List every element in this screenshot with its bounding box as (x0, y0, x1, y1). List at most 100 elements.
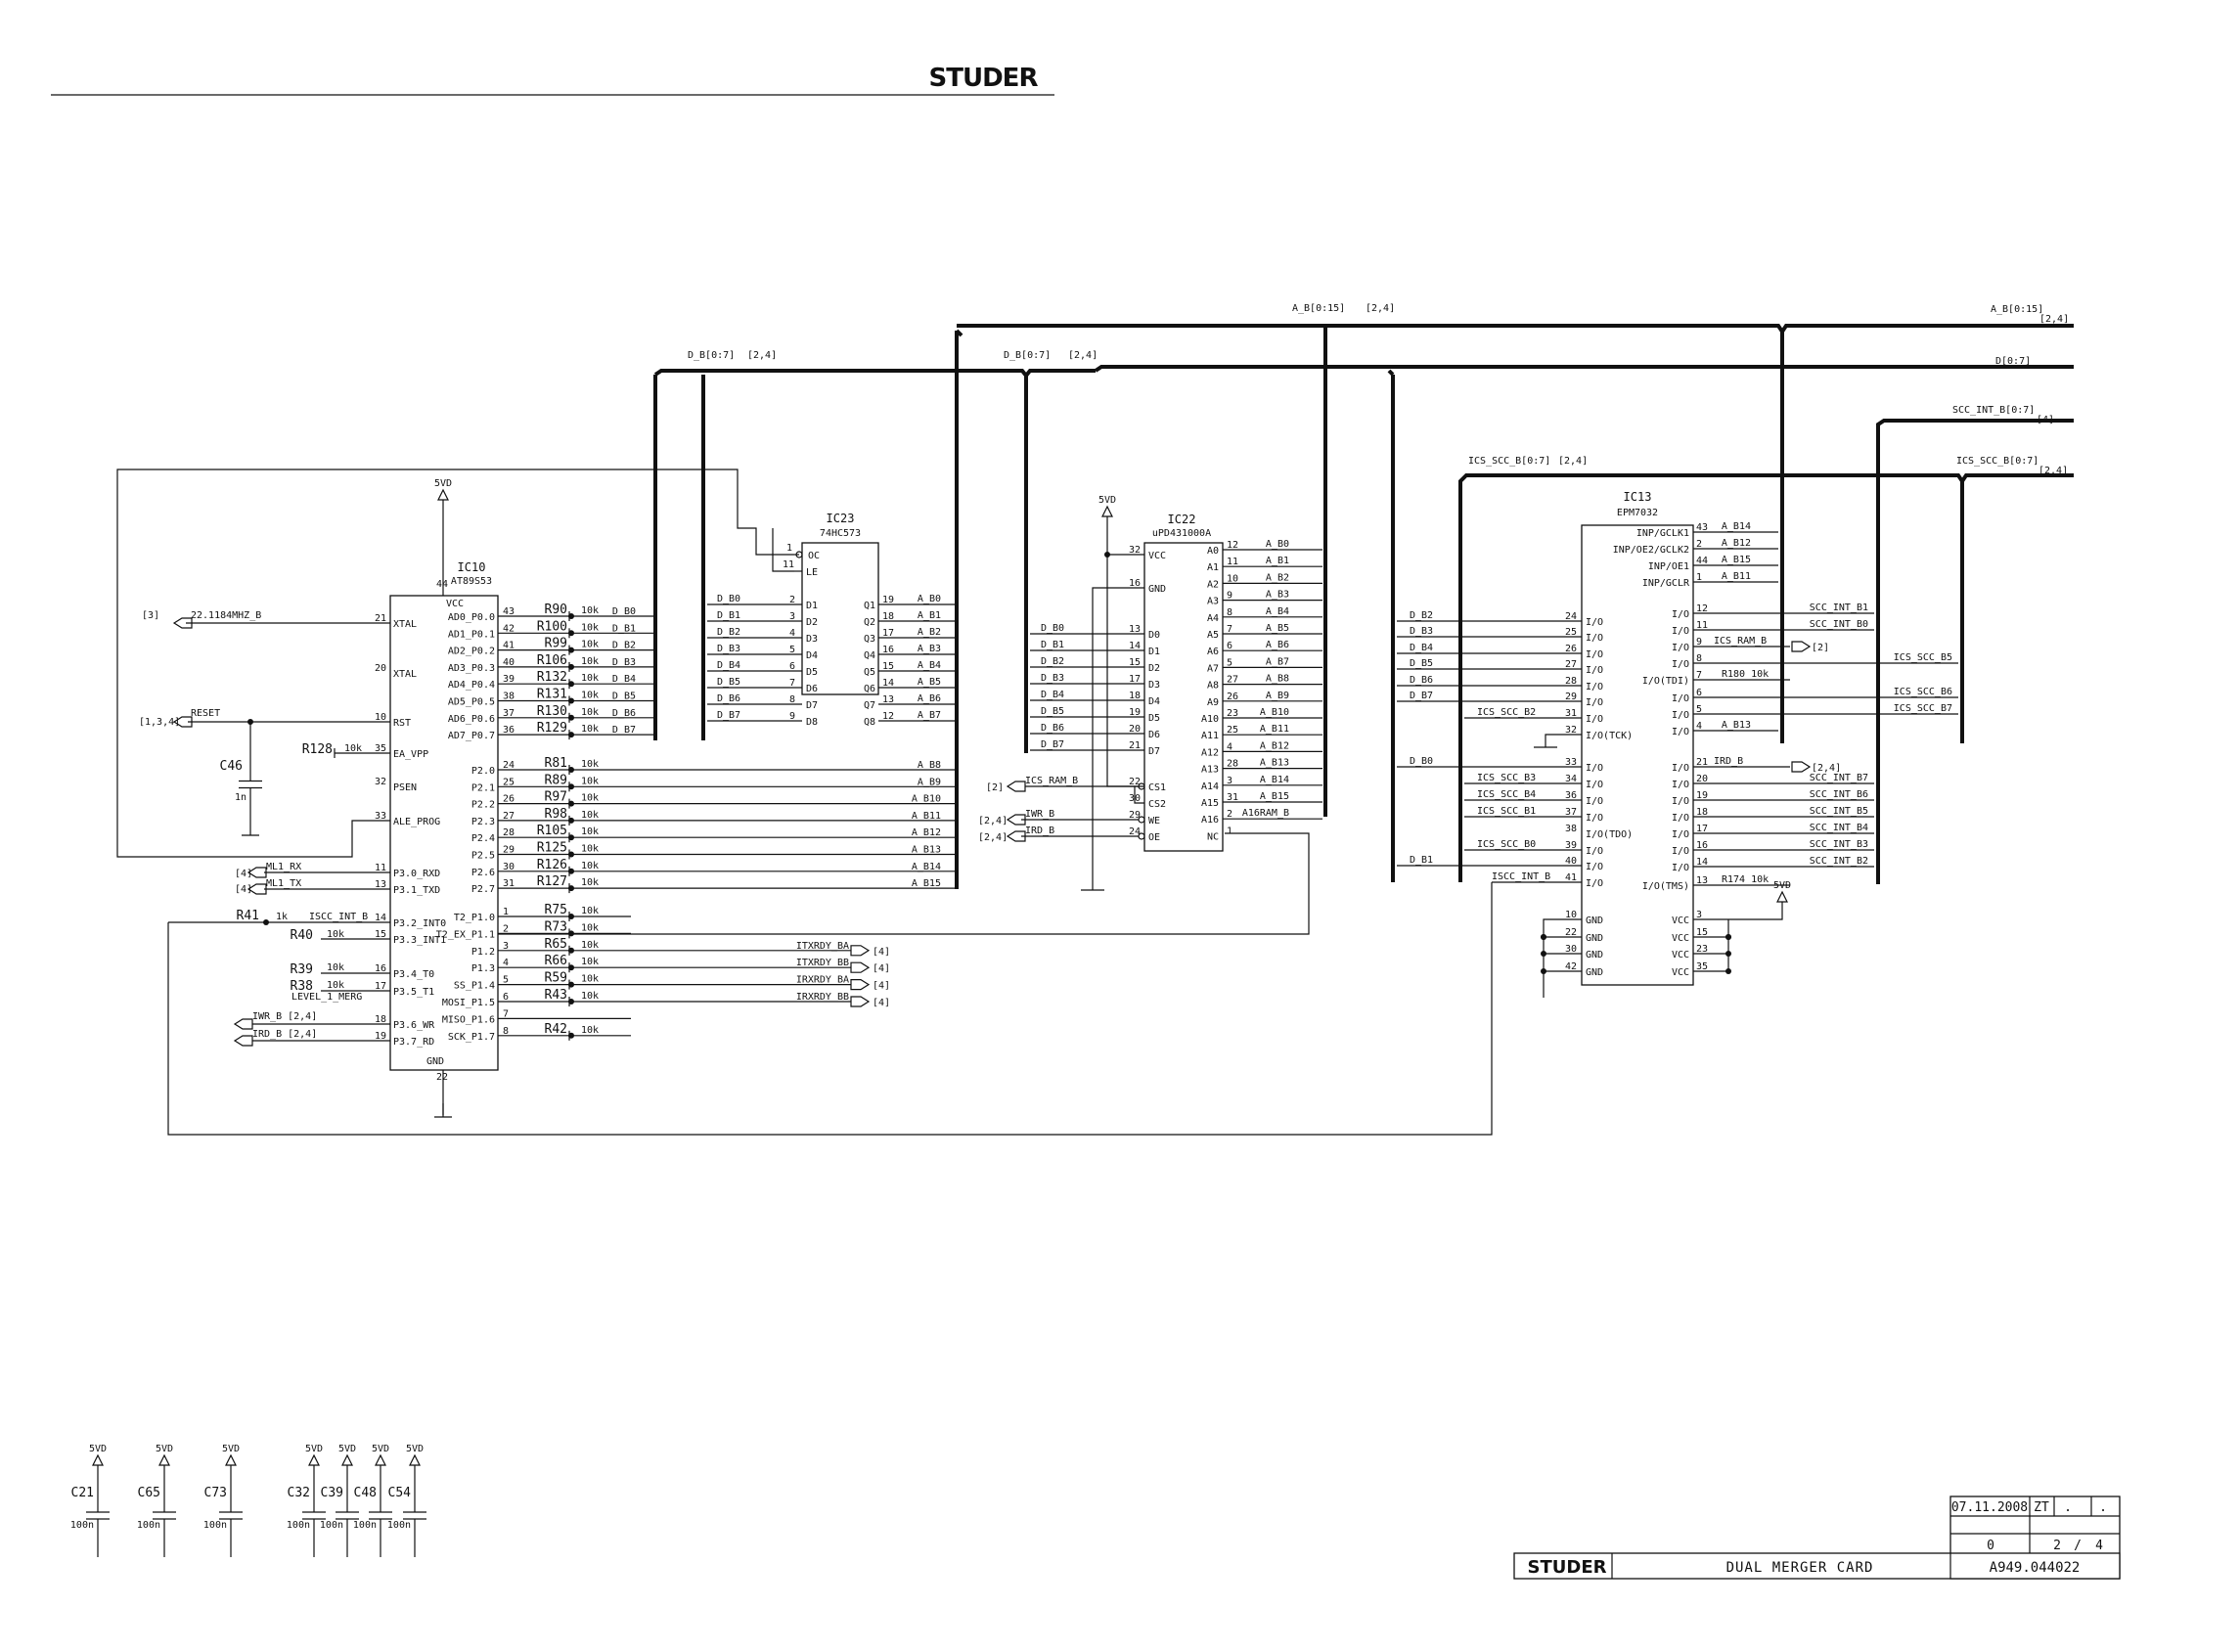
le-net (772, 528, 794, 572)
net-label: A_B10 (912, 794, 941, 805)
offsheet-connector (246, 883, 267, 895)
pin-name: Q1 (864, 601, 875, 611)
resistor-ref: R97 (545, 790, 567, 805)
net-label: D_B6 (1410, 675, 1433, 686)
pin-number: 38 (1565, 824, 1577, 834)
net-ref: [4] (873, 998, 890, 1008)
pin-name: MISO_P1.6 (442, 1014, 495, 1025)
pin-name: INP/OE1 (1648, 561, 1689, 572)
net-label: A_B9 (1266, 691, 1289, 701)
resistor-ref: R125 (537, 841, 567, 856)
pin-number: 2 (1227, 809, 1232, 820)
net-label: IRD_B (1714, 756, 1743, 767)
resistor-value: 10k (581, 877, 599, 888)
pin-number: 16 (1696, 840, 1708, 851)
pin-name: A7 (1207, 663, 1219, 674)
capacitor-ref: C48 (354, 1486, 377, 1500)
pin-name: D6 (1148, 730, 1160, 740)
resistor-value: 10k (581, 861, 599, 871)
net-ref: [4] (873, 947, 890, 958)
net-label: ICS_SCC_B7 (1894, 703, 1952, 714)
pin-number: 26 (1565, 644, 1577, 654)
pin-number: 20 (375, 663, 386, 674)
pin-number: 44 (1696, 556, 1708, 566)
net-label: D_B2 (1410, 610, 1433, 621)
net-label: A_B5 (918, 677, 941, 688)
resistor-value: 10k (344, 743, 362, 754)
pin-number: 6 (503, 992, 509, 1003)
pin-number: 19 (1129, 707, 1141, 718)
net-label: ICS_RAM_B (1714, 636, 1767, 647)
pin-number: 15 (1129, 657, 1141, 668)
junction-dot (568, 914, 574, 919)
net-label: ICS_SCC_B1 (1477, 806, 1536, 817)
pin-number: 5 (1227, 657, 1232, 668)
pin-name: D5 (806, 667, 818, 678)
net-label: D_B1 (1041, 640, 1064, 650)
pin-number: 40 (1565, 856, 1577, 867)
capacitor-ref: C21 (71, 1486, 94, 1500)
ic-part: EPM7032 (1617, 508, 1658, 518)
pin-number: 5 (503, 975, 509, 986)
tck-net (1545, 734, 1582, 747)
pin-name: I/O (1586, 714, 1603, 725)
pin-number: 29 (1129, 810, 1141, 821)
pin-name: D2 (1148, 663, 1160, 674)
net-label: SCC_INT_B0 (1810, 619, 1868, 630)
studer-logo: STUDER (929, 64, 1039, 93)
net-label: A_B2 (1266, 572, 1289, 583)
power-label: 5VD (372, 1444, 389, 1454)
power-arrow (1776, 890, 1788, 903)
pin-number: 24 (503, 760, 515, 771)
pin-name: I/O (1586, 813, 1603, 824)
pin-number: 3 (503, 941, 509, 952)
pin-name: XTAL (393, 619, 417, 630)
pin-number: 18 (1696, 807, 1708, 818)
pin-name: I/O (1586, 763, 1603, 774)
offsheet-connector (1006, 830, 1026, 842)
pin-name: AD0_P0.0 (448, 612, 495, 623)
pin-number: 42 (503, 623, 515, 634)
pin-number: 43 (1696, 522, 1708, 533)
ic-part: AT89S53 (451, 576, 492, 587)
pin-number: 32 (375, 777, 386, 787)
pin-name: I/O (1586, 665, 1603, 676)
pin-number: 32 (1565, 725, 1577, 736)
pin-name: I/O (1586, 697, 1603, 708)
pin-number: 9 (1696, 637, 1702, 647)
pin-number: 3 (1696, 910, 1702, 920)
resistor-value: 10k (581, 1025, 599, 1036)
pin-number: 5 (1696, 704, 1702, 715)
net-label: A_B8 (918, 760, 941, 771)
bus-ref: [2,4] (2038, 466, 2068, 476)
pin-number: 31 (1565, 708, 1577, 719)
drawing-approved: . (2099, 1500, 2107, 1515)
capacitor-ref: C54 (388, 1486, 412, 1500)
titleblock-logo: STUDER (1528, 1557, 1607, 1578)
resistor-value: 10k (327, 980, 344, 991)
pin-name: I/O (1586, 682, 1603, 692)
pin-name: D1 (806, 601, 818, 611)
pin-name: D7 (806, 700, 818, 711)
pin-name: P3.2_INT0 (393, 918, 446, 929)
pin-name: A6 (1207, 647, 1219, 657)
pin-name: P3.6_WR (393, 1020, 435, 1031)
net-label: SCC_INT_B7 (1810, 773, 1868, 783)
pin-number: 13 (1129, 624, 1141, 635)
pin-name: A3 (1207, 597, 1219, 607)
pin-name: I/O(TDI) (1642, 676, 1689, 687)
offsheet-connector (850, 961, 871, 973)
pin-name: I/O (1672, 863, 1689, 873)
resistor-ref: R38 (291, 979, 313, 994)
cs2-pullup (1106, 555, 1144, 787)
net-label: ICS_SCC_B0 (1477, 839, 1536, 850)
pin-number: 10 (1227, 573, 1238, 584)
pin-number: 13 (882, 694, 894, 705)
pin-number: 16 (1129, 578, 1141, 589)
resistor-value: 10k (581, 991, 599, 1002)
resistor-value: 10k (581, 707, 599, 718)
net-label: IWR_B [2,4] (252, 1011, 317, 1022)
pin-number: 14 (1696, 857, 1708, 868)
net-label: D_B3 (1041, 673, 1064, 684)
